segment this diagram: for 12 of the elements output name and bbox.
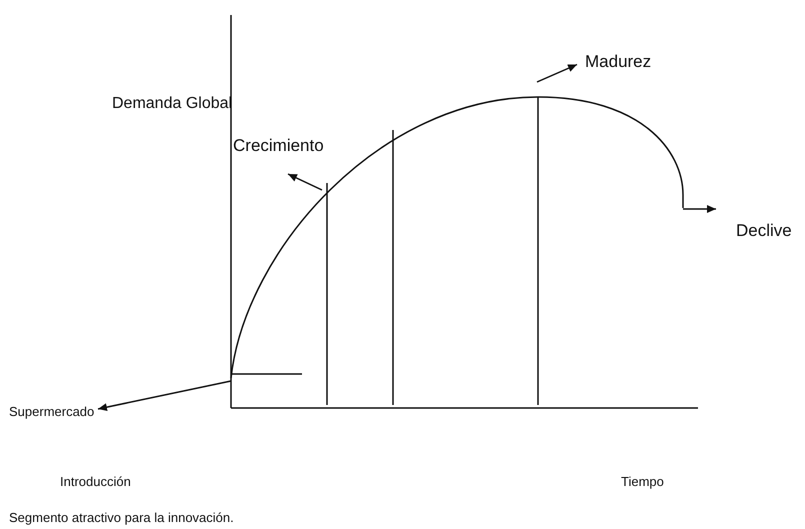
stage-label: Introducción (60, 475, 131, 490)
stage-label: Madurez (585, 53, 652, 72)
stage-label: Crecimiento (233, 137, 324, 156)
axis-label: Tiempo (621, 475, 664, 490)
arrow (288, 173, 322, 191)
arrow (683, 205, 716, 213)
stage-label: Supermercado (9, 405, 94, 420)
stage-label: Declive (736, 222, 792, 241)
axis-label: Demanda Global (112, 95, 232, 113)
note-text: Segmento atractivo para la innovación. (9, 511, 234, 526)
arrow (98, 380, 232, 412)
arrow (536, 64, 578, 83)
